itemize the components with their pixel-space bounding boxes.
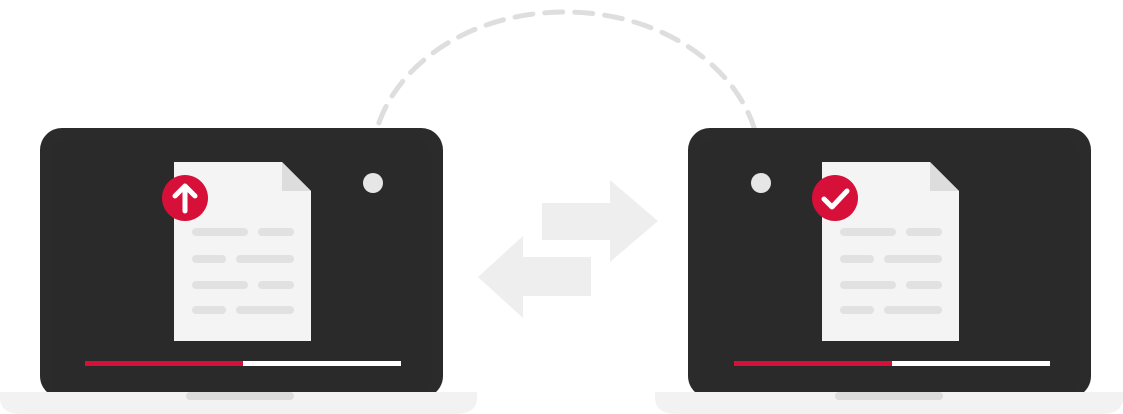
- left-laptop: [0, 128, 477, 414]
- swap-arrows-icon: [478, 180, 658, 318]
- right-laptop: [655, 128, 1123, 414]
- right-laptop-trackpad-notch: [835, 392, 943, 400]
- left-connection-dot: [363, 173, 383, 193]
- left-laptop-trackpad-notch: [186, 392, 294, 400]
- right-progress-bar: [734, 361, 1050, 366]
- left-progress-fill: [85, 361, 243, 366]
- right-progress-fill: [734, 361, 892, 366]
- checkmark-icon: [812, 175, 858, 221]
- left-progress-bar: [85, 361, 401, 366]
- upload-arrow-icon: [162, 175, 208, 221]
- right-connection-dot: [751, 173, 771, 193]
